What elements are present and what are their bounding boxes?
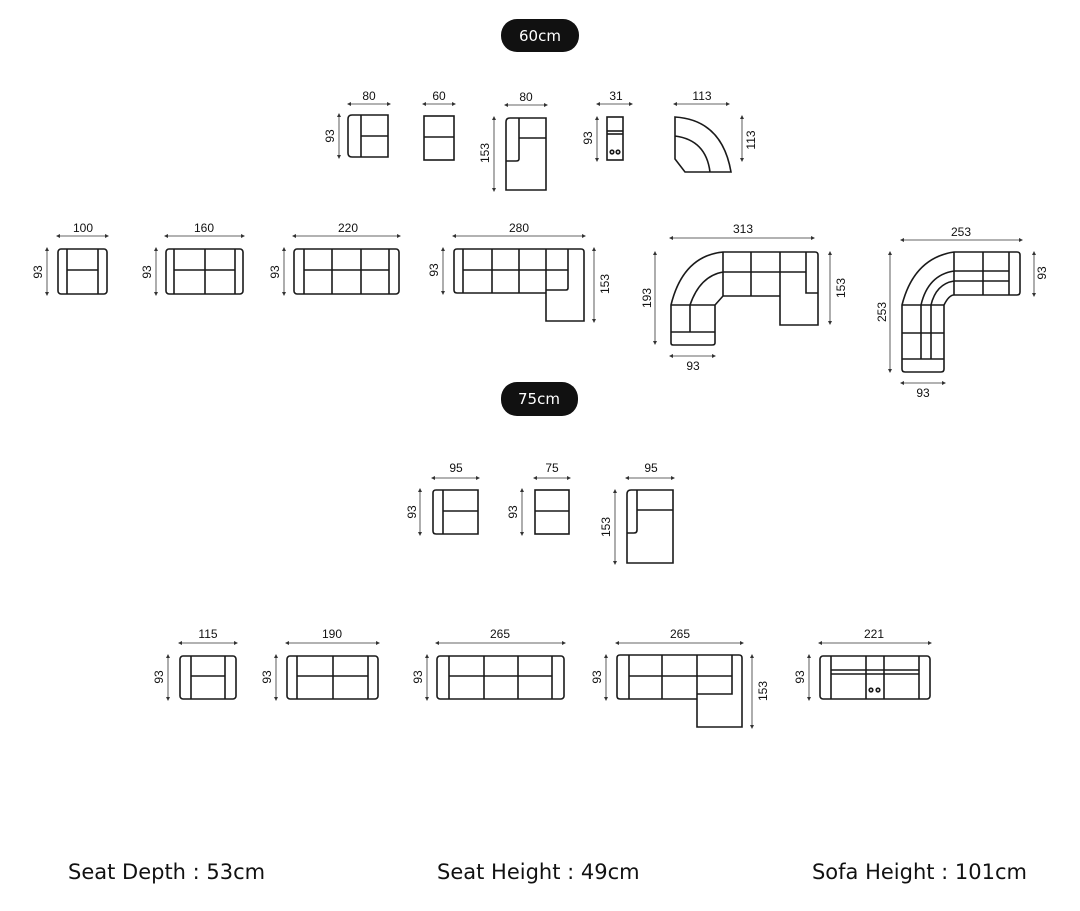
height-label: 153 — [599, 517, 613, 537]
chaise-length-label: 153 — [834, 278, 848, 298]
height-label: 93 — [506, 505, 520, 519]
height-label: 253 — [875, 302, 889, 322]
sofa-armchair-100: 100 93 — [31, 221, 109, 296]
width-label: 253 — [951, 225, 971, 239]
width-label: 80 — [362, 89, 376, 103]
sofa-height-spec: Sofa Height : 101cm — [811, 860, 1027, 884]
badge-label: 75cm — [518, 390, 560, 408]
module-chaise-95: 95 153 — [599, 461, 675, 565]
height-label: 193 — [640, 288, 654, 308]
sofa-chaise-280: 280 93 153 — [427, 221, 612, 323]
sofa-3seat-220: 220 93 — [268, 221, 401, 296]
width-label: 31 — [609, 89, 623, 103]
module-quarter-corner-113: 113 113 — [673, 89, 758, 173]
height-label: 93 — [152, 670, 166, 684]
height-label: 153 — [478, 143, 492, 163]
height-label: 93 — [405, 505, 419, 519]
badge-60cm: 60cm — [501, 19, 579, 52]
chaise-length-label: 153 — [598, 274, 612, 294]
width-label: 95 — [644, 461, 658, 475]
badge-label: 60cm — [519, 27, 561, 45]
height-label: 113 — [744, 130, 758, 149]
height-label: 93 — [581, 131, 595, 145]
width-label: 265 — [490, 627, 510, 641]
module-chaise-80: 80 153 — [478, 90, 548, 192]
height-label: 93 — [268, 265, 282, 279]
width-label: 100 — [73, 221, 93, 235]
height-label: 93 — [31, 265, 45, 279]
sofa-3seat-265: 265 93 — [411, 627, 566, 701]
sofa-2seat-190: 190 93 — [260, 627, 380, 701]
module-corner-80: 80 93 — [323, 89, 391, 159]
height-label: 93 — [260, 670, 274, 684]
chaise-length-label: 153 — [756, 681, 770, 701]
width-label: 313 — [733, 222, 753, 236]
width-label: 113 — [692, 89, 711, 103]
height-label: 93 — [323, 129, 337, 143]
height-label: 93 — [427, 263, 441, 277]
module-armless-75: 75 93 — [506, 461, 571, 536]
height-label: 93 — [140, 265, 154, 279]
width-label: 80 — [519, 90, 533, 104]
width-label: 280 — [509, 221, 529, 235]
height-label: 93 — [793, 670, 807, 684]
module-armless-60: 60 — [422, 89, 456, 161]
seat-depth-spec: Seat Depth : 53cm — [68, 860, 266, 884]
seat-height-spec: Seat Height : 49cm — [437, 860, 640, 884]
module-corner-95: 95 93 — [405, 461, 480, 536]
sofa-armchair-115: 115 93 — [152, 627, 238, 701]
width-label: 115 — [198, 627, 217, 641]
depth-label: 93 — [1035, 266, 1049, 280]
badge-75cm: 75cm — [501, 382, 578, 416]
height-label: 93 — [411, 670, 425, 684]
height-label: 93 — [590, 670, 604, 684]
width-label: 95 — [449, 461, 463, 475]
base-width-label: 93 — [686, 359, 700, 373]
width-label: 265 — [670, 627, 690, 641]
width-label: 221 — [864, 627, 884, 641]
width-label: 60 — [432, 89, 446, 103]
sofa-u-shape-313: 313 193 153 93 — [640, 222, 848, 373]
width-label: 220 — [338, 221, 358, 235]
width-label: 160 — [194, 221, 214, 235]
sofa-l-shape-253: 253 253 93 93 — [875, 225, 1049, 400]
base-width-label: 93 — [916, 386, 930, 400]
sofa-chaise-265: 265 93 153 — [590, 627, 770, 729]
width-label: 190 — [322, 627, 342, 641]
sofa-console-221: 221 93 — [793, 627, 932, 701]
width-label: 75 — [545, 461, 559, 475]
sofa-2seat-160: 160 93 — [140, 221, 245, 296]
module-console-31: 31 93 — [581, 89, 633, 162]
